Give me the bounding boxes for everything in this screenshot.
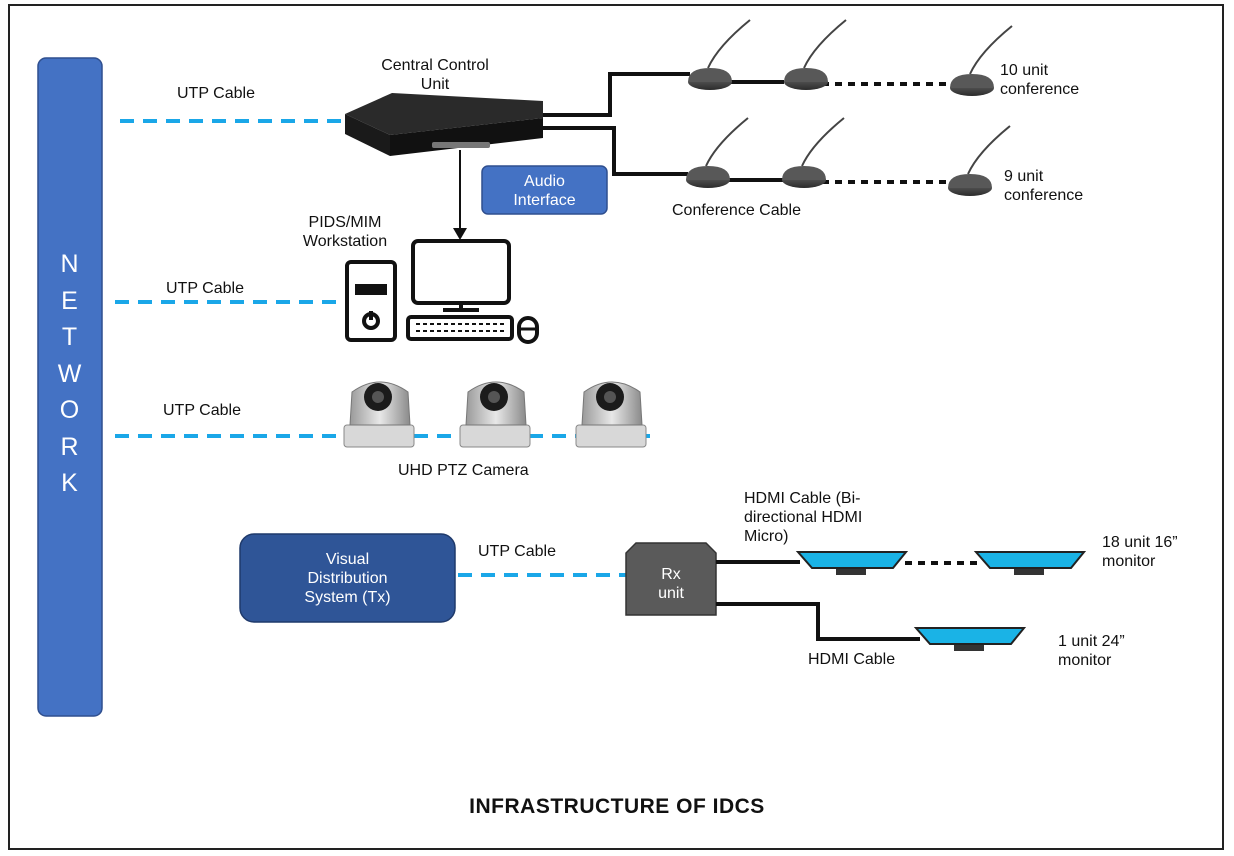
monitor-16-label: 18 unit 16” monitor <box>1102 534 1178 570</box>
audio-interface-box <box>481 165 608 215</box>
diagram-border <box>8 4 1224 850</box>
hdmi-cable-label: HDMI Cable <box>808 651 896 668</box>
ptz-camera-1 <box>343 381 415 448</box>
conference-10-label: 10 unit conference <box>1000 62 1080 98</box>
ptz-camera-label: UHD PTZ Camera <box>398 462 529 479</box>
utp-label-visual: UTP Cable <box>478 543 556 560</box>
monitor-16-a <box>795 551 909 575</box>
utp-label-cameras: UTP Cable <box>163 402 241 419</box>
workstation-device <box>345 239 539 344</box>
utp-label-ccu: UTP Cable <box>177 85 255 102</box>
workstation-label: PIDS/MIM Workstation <box>302 214 388 250</box>
central-control-unit-device <box>345 93 543 156</box>
audio-interface-label: Audio Interface <box>513 173 576 209</box>
central-control-unit-label: Central Control Unit <box>381 57 489 93</box>
diagram-title: INFRASTRUCTURE OF IDCS <box>469 795 765 818</box>
conference-cable-label: Conference Cable <box>672 202 801 219</box>
monitor-24-label: 1 unit 24” monitor <box>1058 633 1125 669</box>
conference-9-label: 9 unit conference <box>1004 168 1084 204</box>
hdmi-cable-24 <box>716 602 920 641</box>
hdmi-bidirectional-label: HDMI Cable (Bi- directional HDMI Micro) <box>744 490 863 545</box>
monitor-24 <box>913 627 1027 651</box>
network-letter: R <box>60 432 80 461</box>
conference-cable-bottom <box>543 126 688 176</box>
ptz-camera-3 <box>575 381 647 448</box>
rx-unit-label: Rx unit <box>658 566 684 602</box>
utp-label-workstation: UTP Cable <box>166 280 244 297</box>
network-letter: N <box>60 250 80 278</box>
visual-distribution-box <box>239 533 456 623</box>
ptz-camera-2 <box>459 381 531 448</box>
network-letter: K <box>61 469 79 497</box>
network-letter: T <box>61 323 79 351</box>
network-letter: E <box>61 286 79 315</box>
rx-unit-box <box>625 542 717 616</box>
visual-distribution-label: Visual Distribution System (Tx) <box>304 551 391 606</box>
network-letter: O <box>59 396 81 424</box>
monitor-16-b <box>973 551 1087 575</box>
conference-cable-top <box>543 72 690 117</box>
network-bar <box>37 57 103 717</box>
network-letter: W <box>57 359 83 388</box>
